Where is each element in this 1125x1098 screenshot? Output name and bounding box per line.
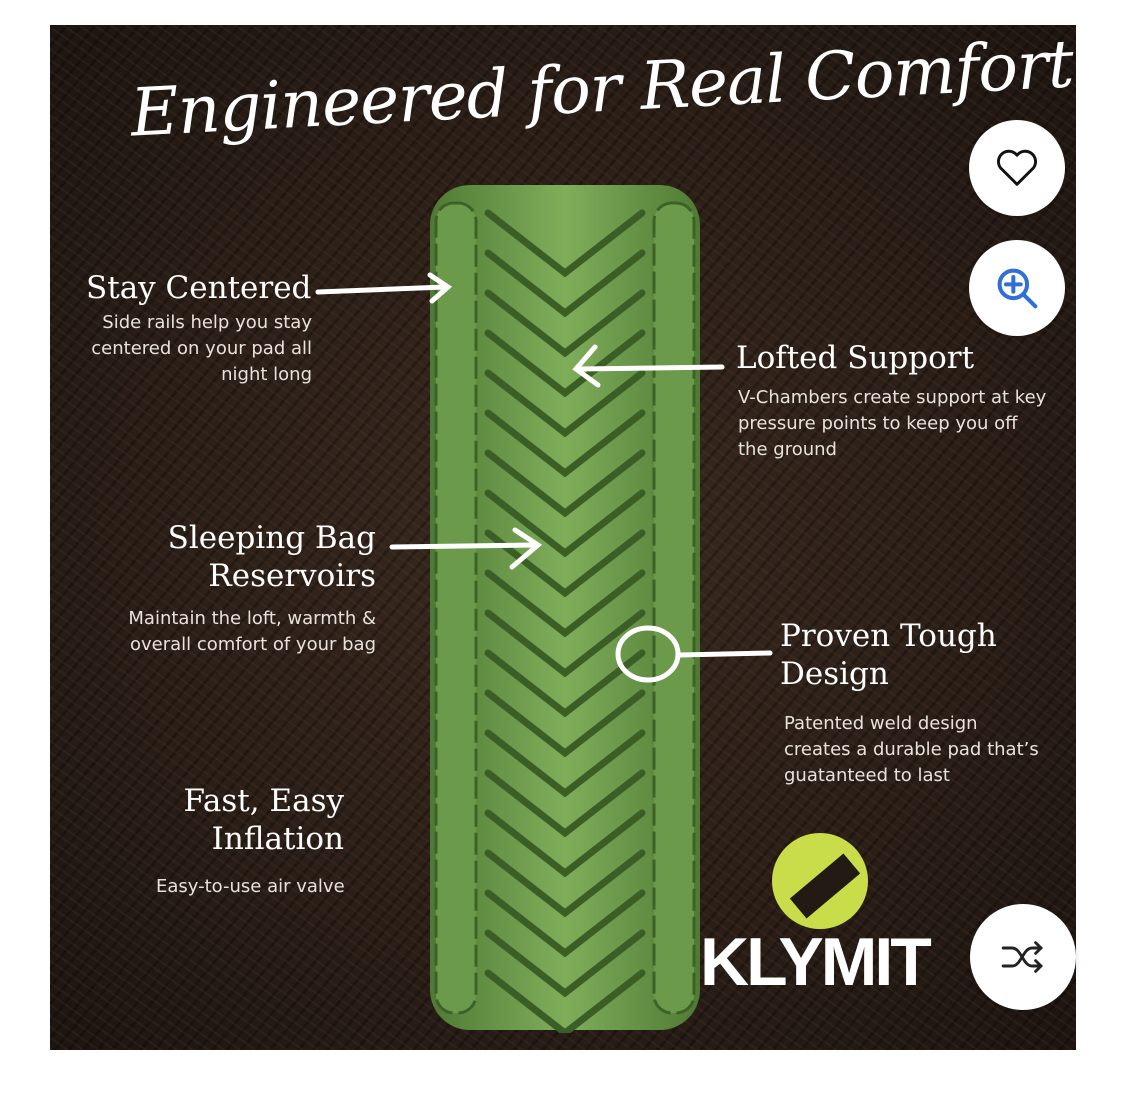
v-chamber (484, 489, 646, 558)
product-image: Engineered for Real Comfort Stay Centere… (50, 25, 1076, 1050)
zoom-button[interactable] (969, 240, 1065, 336)
v-chamber (484, 929, 646, 998)
v-chamber (484, 769, 646, 838)
shuffle-button[interactable] (970, 904, 1076, 1010)
v-chamber (484, 409, 646, 478)
v-chamber (484, 329, 646, 398)
v-chamber (484, 809, 646, 878)
v-chamber (484, 569, 646, 638)
v-chamber (484, 449, 646, 518)
favorite-button[interactable] (969, 120, 1065, 216)
klymit-logo (772, 833, 868, 929)
feature-desc-proven-tough-design: Patented weld design creates a durable p… (784, 713, 1039, 786)
feature-desc-sleeping-bag-reservoirs: Maintain the loft, warmth & overall comf… (128, 608, 376, 655)
v-chamber (484, 369, 646, 438)
heart-icon (997, 149, 1037, 186)
v-chamber (484, 609, 646, 678)
v-chamber (484, 849, 646, 918)
feature-desc-stay-centered: Side rails help you stay centered on you… (91, 312, 312, 385)
v-chamber (484, 649, 646, 718)
feature-heading-proven-tough-design: Proven Tough Design (780, 618, 997, 692)
v-chamber (484, 289, 646, 358)
feature-heading-fast-easy-inflation: Fast, Easy Inflation (183, 783, 345, 857)
v-chamber (484, 889, 646, 958)
feature-heading-stay-centered: Stay Centered (86, 270, 312, 306)
sleeping-pad (430, 185, 700, 1033)
v-chamber (484, 969, 646, 1033)
v-chamber (484, 209, 646, 278)
v-chamber (484, 729, 646, 798)
zoom-in-icon (997, 268, 1038, 309)
arrows (315, 272, 773, 683)
v-chamber (484, 689, 646, 758)
feature-heading-lofted-support: Lofted Support (736, 340, 975, 376)
logo-text: KLYMIT (700, 924, 932, 1000)
v-chamber (484, 249, 646, 318)
feature-desc-fast-easy-inflation: Easy-to-use air valve (156, 876, 345, 897)
v-chamber (484, 529, 646, 598)
shuffle-icon (1001, 941, 1044, 973)
feature-heading-sleeping-bag-reservoirs: Sleeping Bag Reservoirs (167, 520, 376, 594)
feature-desc-lofted-support: V-Chambers create support at key pressur… (738, 387, 1047, 460)
